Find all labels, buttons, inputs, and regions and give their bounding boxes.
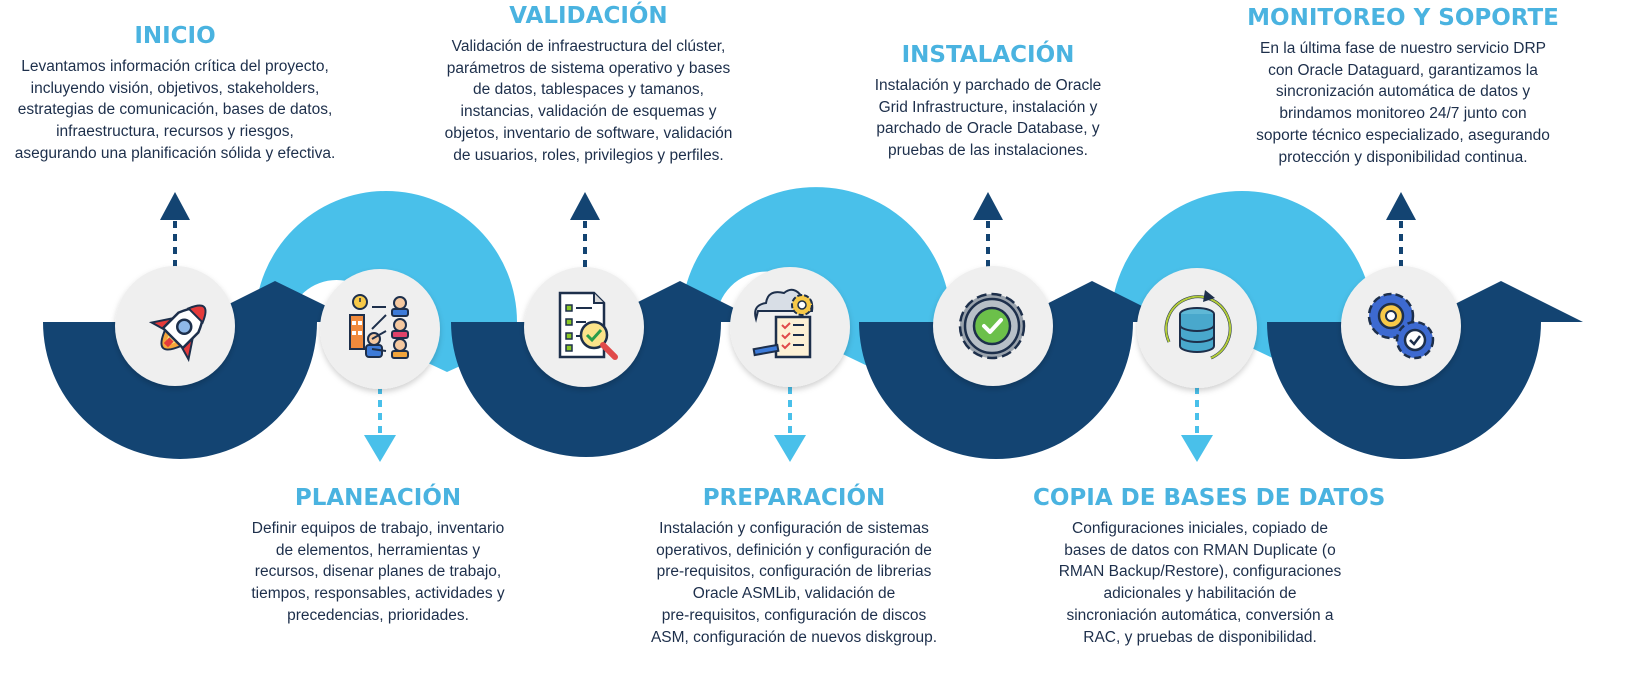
line: Oracle ASMLib, validación de	[692, 585, 896, 603]
up-arrow-4	[1386, 192, 1416, 267]
line: Configuraciones iniciales, copiado de	[1072, 520, 1328, 537]
step-title-preparacion: PREPARACIÓN	[702, 485, 886, 511]
line: Instalación y configuración de sistemas	[659, 520, 929, 537]
step-description-validacion: Validación de infraestructura del clúste…	[427, 36, 750, 166]
step-copia: COPIA DE BASES DE DATOS Configuraciones …	[1033, 484, 1386, 648]
line: brindamos monitoreo 24/7 junto con	[1279, 105, 1527, 123]
up-arrow-2	[570, 192, 600, 267]
line: infraestructura, recursos y riesgos,	[56, 123, 294, 141]
line: precedencias, prioridades.	[287, 606, 469, 624]
database-sync-icon	[1164, 290, 1232, 360]
rocket-icon	[148, 304, 207, 363]
line: incluyendo visión, objetivos, stakeholde…	[30, 79, 320, 97]
line: de datos, tablespaces y tamanos,	[473, 81, 704, 99]
line: pruebas de las instalaciones.	[888, 142, 1088, 160]
step-validacion: VALIDACIÓN Validación de infraestructura…	[427, 2, 750, 166]
line: ASM, configuración de nuevos diskgroup.	[650, 628, 938, 646]
line: operativos, definición y configuración d…	[656, 541, 932, 559]
line: instancias, validación de esquemas y	[460, 103, 717, 121]
up-arrow-1	[160, 192, 190, 267]
down-arrow-1	[364, 387, 396, 462]
line: soporte técnico especializado, asegurand…	[1256, 126, 1550, 144]
step-title-copia: COPIA DE BASES DE DATOS	[1033, 485, 1386, 511]
line: Grid Infrastructure, instalación y	[878, 98, 1098, 116]
line: Levantamos información crítica del proye…	[21, 58, 329, 75]
step-title-instalacion: INSTALACIÓN	[901, 42, 1075, 68]
gear-check-icon	[958, 292, 1026, 360]
line: Instalación y parchado de Oracle	[874, 77, 1102, 94]
line: con Oracle Dataguard, garantizamos la	[1268, 61, 1538, 79]
gears-support-icon	[1367, 292, 1435, 360]
down-arrow-3	[1181, 387, 1213, 462]
line: protección y disponibilidad continua.	[1278, 148, 1528, 166]
line: sincronización automática de datos y	[1275, 83, 1531, 101]
step-description-inicio: Levantamos información crítica del proye…	[2, 56, 348, 165]
line: pre-requisitos, configuración de discos	[661, 606, 927, 624]
cloud-gear-checklist-icon	[752, 288, 814, 359]
step-title-inicio: INICIO	[134, 23, 216, 49]
step-title-planeacion: PLANEACIÓN	[294, 485, 462, 511]
up-arrow-3	[973, 192, 1003, 267]
line: parchado de Oracle Database, y	[876, 120, 1100, 138]
line: Definir equipos de trabajo, inventario	[251, 520, 505, 537]
line: bases de datos con RMAN Duplicate (o	[1064, 541, 1336, 559]
step-instalacion: INSTALACIÓN Instalación y parchado de Or…	[857, 41, 1119, 162]
line: de elementos, herramientas y	[275, 541, 481, 559]
line: adicionales y habilitación de	[1103, 585, 1297, 603]
step-inicio: INICIO Levantamos información crítica de…	[2, 22, 348, 165]
line: RMAN Backup/Restore), configuraciones	[1058, 563, 1342, 581]
step-description-copia: Configuraciones iniciales, copiado de ba…	[1033, 518, 1367, 648]
step-description-preparacion: Instalación y configuración de sistemas …	[632, 518, 956, 648]
document-check-magnifier-icon	[558, 291, 618, 360]
step-description-monitoreo: En la última fase de nuestro servicio DR…	[1240, 38, 1566, 168]
line: RAC, y pruebas de disponibilidad.	[1083, 628, 1317, 646]
connectors	[160, 192, 1416, 462]
line: estrategias de comunicación, bases de da…	[17, 101, 333, 119]
line: asegurando una planificación sólida y ef…	[14, 144, 336, 162]
line: parámetros de sistema operativo y bases	[446, 59, 731, 77]
line: Validación de infraestructura del clúste…	[451, 38, 726, 55]
step-preparacion: PREPARACIÓN Instalación y configuración …	[632, 484, 956, 648]
step-description-planeacion: Definir equipos de trabajo, inventario d…	[230, 518, 526, 627]
line: de usuarios, roles, privilegios y perfil…	[453, 146, 724, 164]
step-monitoreo: MONITOREO Y SOPORTE En la última fase de…	[1240, 4, 1566, 168]
down-arrow-2	[774, 387, 806, 462]
line: pre-requisitos, configuración de libreri…	[656, 563, 932, 581]
line: recursos, disenar planes de trabajo,	[254, 563, 502, 581]
circle-planeacion	[320, 269, 440, 389]
step-title-monitoreo: MONITOREO Y SOPORTE	[1247, 5, 1559, 31]
step-title-validacion: VALIDACIÓN	[509, 3, 668, 29]
step-description-instalacion: Instalación y parchado de Oracle Grid In…	[857, 75, 1119, 162]
line: tiempos, responsables, actividades y	[251, 585, 505, 603]
step-planeacion: PLANEACIÓN Definir equipos de trabajo, i…	[230, 484, 526, 627]
line: En la última fase de nuestro servicio DR…	[1259, 40, 1547, 57]
line: sincroniación automática, conversión a	[1066, 606, 1334, 624]
planning-team-icon	[349, 294, 409, 359]
line: objetos, inventario de software, validac…	[444, 124, 733, 142]
